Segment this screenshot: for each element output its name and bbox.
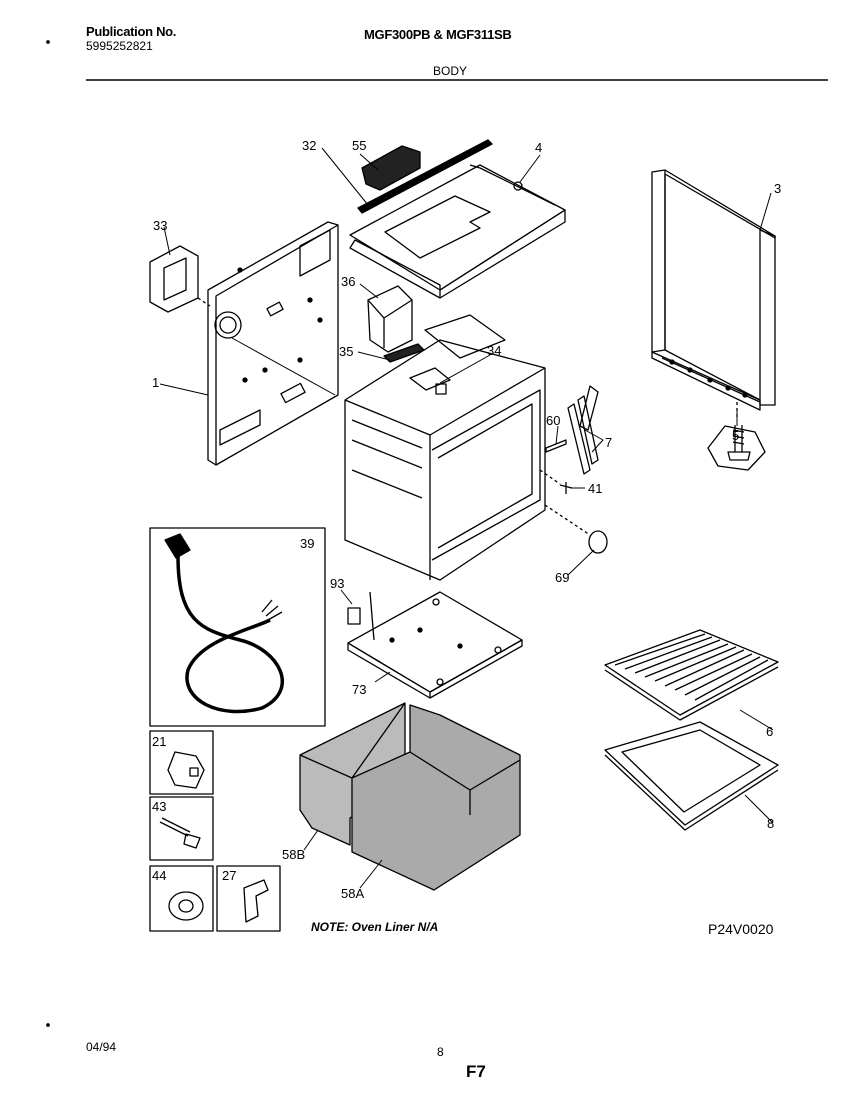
range-body-cabinet [344, 314, 546, 581]
model-numbers: MGF300PB & MGF311SB [364, 27, 512, 42]
callout: 7 [605, 435, 612, 450]
top-panel-part-4 [349, 164, 566, 299]
back-panel-part-1 [207, 221, 339, 466]
callout: 32 [302, 138, 316, 153]
oven-rack-part-6 [604, 629, 779, 721]
bracket-part-55 [361, 145, 421, 191]
callout: 58B [282, 847, 305, 862]
callout: 73 [352, 682, 366, 697]
section-title: BODY [433, 64, 468, 78]
callout: 35 [339, 344, 353, 359]
broiler-pan-part-8 [604, 721, 779, 831]
diagram-code: P24V0020 [708, 921, 774, 937]
callout: 34 [487, 343, 501, 358]
bottom-panel-part-73 [347, 591, 523, 699]
pin-part-60 [545, 439, 567, 453]
callout: 6 [766, 724, 773, 739]
vent-duct-part-36 [367, 285, 413, 353]
part-box-27 [216, 865, 281, 932]
power-cord-part-39 [149, 527, 326, 727]
callout: 33 [153, 218, 167, 233]
speck [46, 40, 50, 44]
callout: 21 [152, 734, 166, 749]
callout: 58A [341, 886, 364, 901]
callout: 4 [535, 140, 542, 155]
part-box-21 [149, 730, 214, 795]
callout: 39 [300, 536, 314, 551]
hinges-part-7 [567, 385, 599, 475]
figure-label: F7 [466, 1062, 486, 1081]
page-number: 8 [437, 1045, 444, 1059]
callout: 3 [774, 181, 781, 196]
publication-number: 5995252821 [86, 39, 153, 53]
callout: 5 [732, 428, 739, 443]
side-panel-part-3 [651, 169, 776, 411]
callout: 93 [330, 576, 344, 591]
oven-liner-note: NOTE: Oven Liner N/A [311, 920, 439, 934]
callout: 55 [352, 138, 366, 153]
callout: 43 [152, 799, 166, 814]
publication-label: Publication No. [86, 24, 177, 39]
part-box-43 [149, 796, 214, 861]
callout: 69 [555, 570, 569, 585]
callout: 44 [152, 868, 166, 883]
callout: 27 [222, 868, 236, 883]
junction-box-part-33 [149, 245, 211, 313]
leader-lines [159, 147, 774, 889]
valve-part-93 [347, 591, 375, 641]
insulation-part-58A [351, 704, 521, 891]
vent-part-35 [383, 343, 425, 363]
callout: 36 [341, 274, 355, 289]
footer-date: 04/94 [86, 1040, 117, 1054]
callout: 41 [588, 481, 602, 496]
speck [46, 1023, 50, 1027]
leveling-leg-part-5 [707, 402, 766, 471]
callout: 1 [152, 375, 159, 390]
plug-button-part-69 [544, 504, 608, 554]
part-box-44 [149, 865, 214, 932]
callout: 60 [546, 413, 560, 428]
callout: 8 [767, 816, 774, 831]
strip-part-32 [357, 139, 493, 214]
